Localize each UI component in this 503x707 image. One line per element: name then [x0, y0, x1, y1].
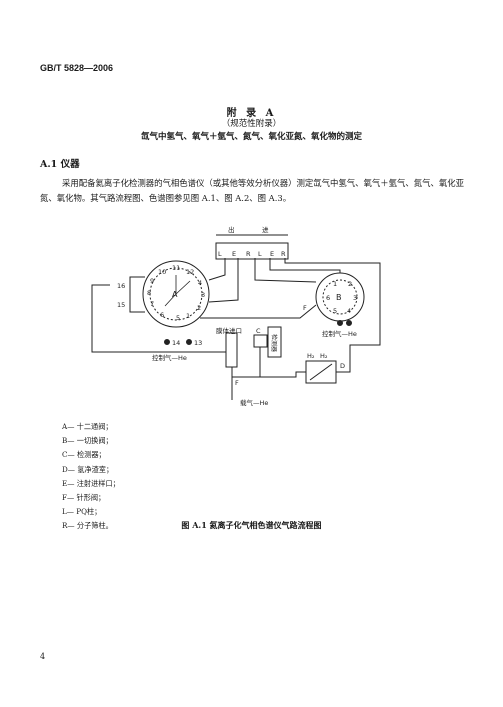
detector-box — [267, 326, 282, 358]
valve-b-inner — [322, 279, 358, 315]
appendix-title: 附 录 A — [226, 108, 277, 119]
legend-item: F— 针形阀； — [62, 493, 106, 503]
legend-item: B— 一切换阀； — [62, 436, 113, 446]
section-title: A.1 仪器 — [40, 159, 80, 170]
loop-16-15 — [129, 276, 145, 313]
label-h2-right: H₂ — [320, 352, 328, 360]
legend-item: A— 十二通阀； — [62, 422, 113, 431]
valve-a-spoke-2 — [175, 280, 191, 295]
valve-b-port-1: 1 — [333, 280, 337, 288]
legend-item: R— 分子筛柱。 — [62, 521, 113, 531]
valve-a-port-2: 2 — [197, 304, 201, 312]
label-e2: E — [270, 250, 274, 258]
label-l1: L — [218, 250, 222, 258]
valve-a-port-7: 7 — [150, 300, 154, 308]
line-a-to-f — [200, 304, 317, 319]
valve-a-spoke-3 — [164, 293, 177, 307]
label-f-bottom: F — [235, 379, 239, 387]
valve-a-port-3: 3 — [201, 291, 205, 299]
label-carrier: 载气—He — [240, 398, 268, 407]
label-16: 16 — [117, 282, 125, 290]
label-r2: R — [281, 250, 286, 258]
injector-body — [225, 332, 238, 368]
label-detector: 检测器 — [270, 334, 278, 352]
label-l2: L — [258, 250, 262, 258]
label-c: C — [256, 327, 261, 335]
port-b-dot-2 — [346, 320, 352, 326]
valve-a-port-5: 5 — [176, 314, 180, 322]
page-number: 4 — [40, 652, 46, 661]
purifier-diagonal — [309, 363, 333, 381]
valve-a-label: A — [172, 290, 178, 299]
label-f-left: F — [303, 304, 307, 312]
figure-caption: 图 A.1 氦离子化气相色谱仪气路流程图 — [181, 520, 322, 530]
label-control-left: 控制气—He — [152, 353, 187, 362]
valve-b-port-4: 4 — [347, 307, 351, 315]
legend-item: C— 检测器； — [62, 450, 106, 460]
legend-item: L— PQ柱； — [62, 507, 102, 517]
label-15: 15 — [117, 301, 125, 309]
valve-a-port-9: 9 — [150, 277, 154, 285]
port-b-dot-1 — [337, 320, 343, 326]
label-in: 进 — [262, 226, 269, 234]
valve-a-inner — [149, 267, 203, 321]
valve-a-port-11: 11 — [172, 264, 180, 272]
label-14: 14 — [172, 339, 180, 347]
valve-a-port-4: 4 — [198, 279, 202, 287]
appendix-subtitle: （规范性附录） — [221, 119, 282, 129]
line-box-to-b — [254, 258, 317, 283]
label-13: 13 — [194, 339, 202, 347]
port-13-dot — [186, 339, 192, 345]
right-loop — [284, 258, 381, 346]
legend-list: A— 十二通阀； B— 一切换阀； C— 检测器； D— 氢净渣室； E— 注射… — [62, 420, 120, 534]
valve-b-label: B — [336, 293, 342, 302]
inlet-outlet-box — [215, 242, 289, 260]
line-box-to-b-2 — [269, 258, 341, 273]
appendix-heading: 氙气中氢气、氧气＋氩气、氮气、氧化亚氮、氧化物的测定 — [140, 132, 362, 142]
valve-a-port-6: 6 — [160, 311, 164, 319]
port-14-dot — [164, 339, 170, 345]
line-a-to-box-2 — [208, 258, 239, 303]
valve-b-port-2: 2 — [348, 280, 352, 288]
valve-a-port-8: 8 — [147, 289, 151, 297]
line-a-to-box — [208, 258, 226, 281]
label-h2-left: H₂ — [307, 352, 315, 360]
label-d: D — [340, 362, 345, 370]
legend-item: D— 氢净渣室； — [62, 464, 114, 474]
legend-item: E— 注射进样口； — [62, 478, 120, 488]
label-out: 出 — [228, 225, 235, 234]
valve-a-port-10: 10 — [158, 268, 166, 276]
left-loop — [91, 284, 208, 353]
section-paragraph: 采用配备氦离子化检测器的气相色谱仪（或其他等效分析仪器）测定氙气中氢气、氧气＋氩… — [40, 178, 464, 203]
label-injector: 膜体进口 — [216, 326, 242, 335]
valve-a-port-1: 1 — [186, 312, 190, 320]
purifier-line — [336, 344, 364, 373]
label-r1: R — [246, 250, 251, 258]
line-injector-to-c — [231, 347, 261, 378]
standard-code: GB/T 5828—2006 — [40, 63, 114, 73]
valve-b-port-6: 6 — [326, 294, 330, 302]
valve-a-body — [142, 260, 210, 328]
purifier-line-left — [260, 371, 306, 378]
label-control-right: 控制气—He — [322, 329, 357, 338]
valve-b-port-3: 3 — [353, 294, 357, 302]
label-e1: E — [232, 250, 236, 258]
valve-b-port-5: 5 — [333, 307, 337, 315]
valve-a-port-12: 12 — [186, 268, 194, 276]
detector-c-box — [253, 334, 268, 348]
